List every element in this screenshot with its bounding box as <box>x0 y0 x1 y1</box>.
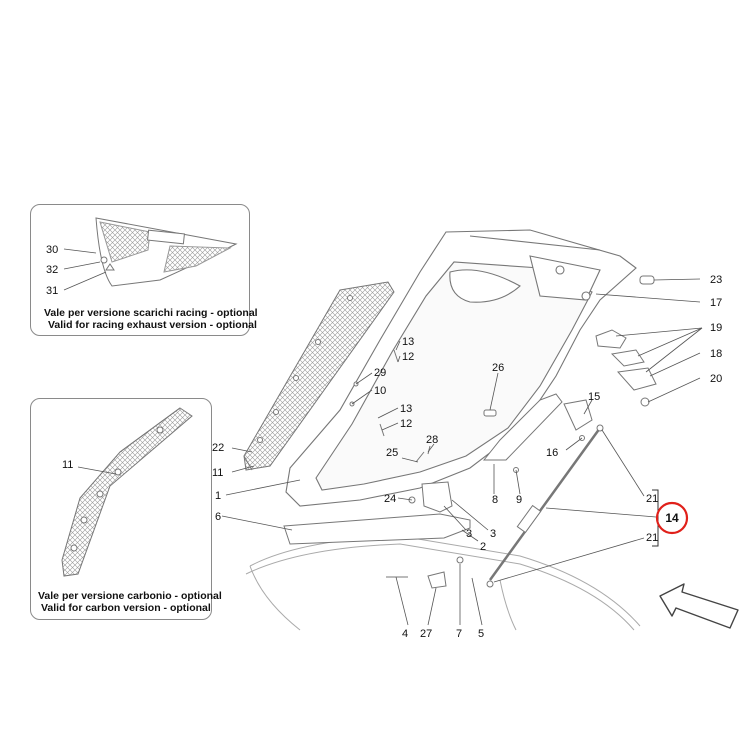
callout-20: 20 <box>710 373 722 385</box>
callout-26: 26 <box>492 362 504 374</box>
carbon-version-inset <box>30 398 212 620</box>
callout-29: 29 <box>374 367 386 379</box>
callout-22: 22 <box>212 442 224 454</box>
side-grille-drawing <box>243 281 395 471</box>
callout-12b: 12 <box>400 418 412 430</box>
callout-3b: 3 <box>490 528 496 540</box>
callout-27: 27 <box>420 628 432 640</box>
callout-1: 1 <box>215 490 221 502</box>
callout-28: 28 <box>426 434 438 446</box>
callout-6: 6 <box>215 511 221 523</box>
callout-2: 2 <box>480 541 486 553</box>
callout-11: 11 <box>212 467 223 479</box>
callout-19: 19 <box>710 322 722 334</box>
callout-21b: 21 <box>646 532 658 544</box>
callout-30: 30 <box>46 244 58 256</box>
callout-5: 5 <box>478 628 484 640</box>
hinge-drawing <box>386 481 464 589</box>
highlight-circle <box>655 501 689 535</box>
callout-11-inset: 11 <box>62 459 73 471</box>
callout-21a: 21 <box>646 493 658 505</box>
callout-8: 8 <box>492 494 498 506</box>
callout-18: 18 <box>710 348 722 360</box>
carbon-side-panel-drawing <box>61 407 193 577</box>
lid-brackets-drawing <box>482 275 657 461</box>
callout-31: 31 <box>46 285 58 297</box>
callout-10: 10 <box>374 385 386 397</box>
callout-25: 25 <box>386 447 398 459</box>
engine-lid-drawing <box>285 229 637 507</box>
lower-rail-drawing <box>283 513 471 545</box>
callout-13a: 13 <box>402 336 414 348</box>
racing-engine-cover-drawing <box>95 217 238 287</box>
carbon-caption-en: Valid for carbon version - optional <box>41 602 211 614</box>
callout-3a: 3 <box>466 528 472 540</box>
callout-12a: 12 <box>402 351 414 363</box>
callout-7: 7 <box>456 628 462 640</box>
callout-13b: 13 <box>400 403 412 415</box>
callout-4: 4 <box>402 628 408 640</box>
carbon-caption-it: Vale per versione carbonio - optional <box>38 590 222 602</box>
callout-9: 9 <box>516 494 522 506</box>
racing-leader-lines <box>63 248 107 291</box>
callout-14: 14 <box>665 511 679 525</box>
front-arrow-icon <box>659 583 739 629</box>
callout-16: 16 <box>546 447 558 459</box>
leader-lines <box>221 278 703 626</box>
callout-32: 32 <box>46 264 58 276</box>
callout-17: 17 <box>710 297 722 309</box>
racing-caption-it: Vale per versione scarichi racing - opti… <box>44 307 258 319</box>
callout-23: 23 <box>710 274 722 286</box>
callout-24: 24 <box>384 493 396 505</box>
callout-15: 15 <box>588 391 600 403</box>
racing-caption-en: Valid for racing exhaust version - optio… <box>48 319 257 331</box>
gas-strut-drawing <box>486 424 604 588</box>
